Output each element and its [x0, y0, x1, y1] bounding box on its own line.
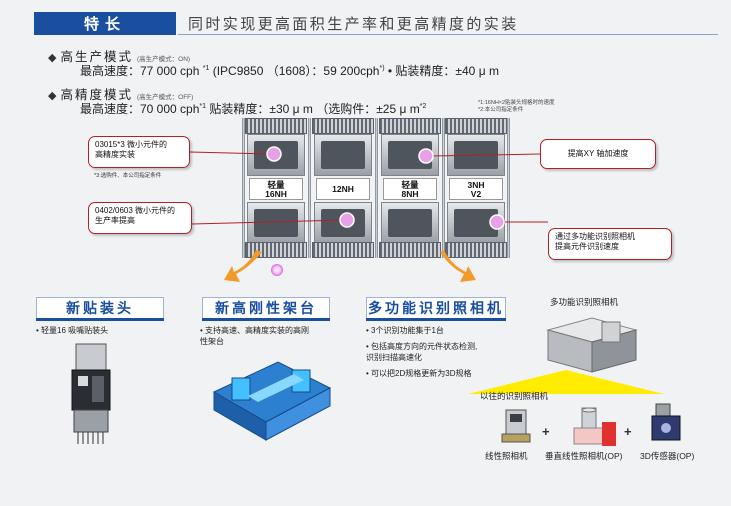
plus-icon: +: [542, 424, 550, 439]
frame-post: [308, 118, 311, 258]
bullet-text: 3个识别功能集于1台: [371, 326, 444, 335]
mode-high-speed-heading: ◆高生产模式(高生产模式：ON): [48, 46, 190, 65]
spec-sup: *): [379, 65, 385, 72]
conveyor-rail: [445, 242, 507, 258]
module-4: 3NH V2: [445, 118, 507, 258]
title-underline: [178, 34, 718, 35]
callout-camera-speed: 通过多功能识别照相机 提高元件识别速度: [548, 228, 672, 260]
bullet-text: 支持高速、高精度实装的高刚 性架台: [200, 326, 310, 346]
frame-post: [375, 118, 378, 258]
camera-item-label: 线性照相机: [485, 451, 528, 461]
diamond-bullet-icon: ◆: [48, 90, 57, 102]
section-title-camera: 多功能识别照相机: [366, 297, 506, 321]
frame-post: [442, 118, 445, 258]
placement-head: [247, 134, 305, 176]
module-label-plate: [449, 178, 503, 200]
conveyor-rail: [379, 242, 441, 258]
frame-post: [242, 118, 245, 258]
machine-illustration: 轻量 16NH 12NH 轻量 8NH 3NH V2: [242, 118, 510, 276]
section-bullet: • 3个识别功能集于1台: [366, 326, 444, 335]
bullet-text: 包括高度方向的元件状态检测, 识别扫描高速化: [366, 342, 478, 362]
spec-sup: *2: [419, 103, 427, 110]
callout-micro-component-accuracy: 03015*3 微小元件的 高精度实装: [88, 136, 190, 168]
section-title-new-head: 新贴装头: [36, 297, 164, 321]
vertical-line-camera-image: [573, 407, 616, 446]
line-camera-image: [501, 409, 531, 443]
mode-sub: (高生产模式：ON): [136, 56, 191, 63]
frame-image: [212, 361, 332, 441]
callout-footnote: *3:选购件、本公司指定条件: [94, 173, 162, 179]
conveyor-rail: [245, 242, 307, 258]
module-label: 轻量 16NH: [265, 180, 287, 199]
module-label-plate: [249, 178, 303, 200]
module-label-plate: [383, 178, 437, 200]
placement-head: [381, 134, 439, 176]
module-3: 轻量 8NH: [379, 118, 441, 258]
conveyor-rail: [379, 118, 441, 134]
mode-high-precision-heading: ◆高精度模式(高生产模式：OFF): [48, 84, 193, 103]
spec-speed: 最高速度：70 000 cph: [80, 102, 200, 116]
spec-speed: 最高速度：77 000 cph: [80, 64, 200, 78]
bullet-text: 轻量16 吸嘴贴装头: [41, 326, 109, 335]
spec-accuracy: 贴装精度：±30 μ m: [209, 102, 313, 116]
module-label: 12NH: [332, 184, 354, 194]
footnotes: *1:16NH×2贴装头规格时的速度 *2:本公司指定条件: [478, 100, 555, 114]
placement-head: [447, 134, 505, 176]
feature-badge: 特长: [34, 12, 176, 35]
bullet-text: 可以把2D规格更新为3D规格: [371, 369, 472, 378]
section-title-new-frame: 新高刚性架台: [202, 297, 330, 321]
module-label: 轻量 8NH: [401, 180, 419, 199]
module-label-plate: [316, 178, 370, 200]
spec-ipc: (IPC9850 （1608）：59 200cph: [212, 64, 380, 78]
section-bullet: • 可以把2D规格更新为3D规格: [366, 369, 472, 378]
footnote: *1:16NH×2贴装头规格时的速度: [478, 100, 555, 106]
mode-name: 高生产模式: [60, 50, 133, 64]
conveyor-rail: [312, 242, 374, 258]
yellow-beam: [468, 370, 664, 394]
camera-item-label: 3D传感器(OP): [640, 451, 695, 461]
camera-diagram-title: 多功能识别照相机: [550, 297, 619, 307]
module-2: 12NH: [312, 118, 374, 258]
module-1: 轻量 16NH: [245, 118, 307, 258]
placement-head: [447, 202, 505, 244]
spec-option: （选购件：±25 μ m: [316, 102, 420, 116]
placement-head: [314, 134, 372, 176]
callout-micro-component-productivity: 0402/0603 微小元件的 生产率提高: [88, 202, 192, 234]
section-bullet: • 轻量16 吸嘴贴装头: [36, 326, 109, 335]
section-bullet: • 支持高速、高精度实装的高刚 性架台: [200, 326, 310, 346]
frame-post: [507, 118, 510, 258]
spec-sup: *1: [199, 103, 207, 110]
conveyor-rail: [312, 118, 374, 134]
mode-high-speed-specs: 最高速度：77 000 cph *1 (IPC9850 （1608）：59 20…: [80, 62, 499, 79]
placement-head: [314, 202, 372, 244]
footnote: *2:本公司指定条件: [478, 107, 524, 113]
callout-xy-acceleration: 提高XY 轴加速度: [540, 139, 656, 169]
highlight-dot-icon: [271, 264, 283, 276]
plus-icon: +: [624, 424, 632, 439]
placement-head-image: [71, 343, 111, 444]
previous-camera-label: 以往的识别照相机: [480, 391, 549, 401]
spec-sup: *1: [202, 65, 210, 72]
conveyor-rail: [245, 118, 307, 134]
placement-head: [247, 202, 305, 244]
diamond-bullet-icon: ◆: [48, 52, 57, 64]
conveyor-rail: [445, 118, 507, 134]
mode-high-precision-specs: 最高速度：70 000 cph*1 贴装精度：±30 μ m （选购件：±25 …: [80, 100, 426, 117]
spec-accuracy: • 贴装精度：±40 μ m: [387, 64, 499, 78]
mode-name: 高精度模式: [60, 88, 133, 102]
placement-head: [381, 202, 439, 244]
3d-sensor-image: [651, 403, 681, 441]
section-bullet: • 包括高度方向的元件状态检测, 识别扫描高速化: [366, 342, 478, 362]
module-label: 3NH V2: [467, 180, 485, 199]
multi-function-camera-image: [546, 317, 638, 373]
mode-sub: (高生产模式：OFF): [136, 94, 194, 101]
camera-item-label: 垂直线性照相机(OP): [545, 451, 623, 461]
page-title: 同时实现更高面积生产率和更高精度的实装: [188, 16, 519, 33]
